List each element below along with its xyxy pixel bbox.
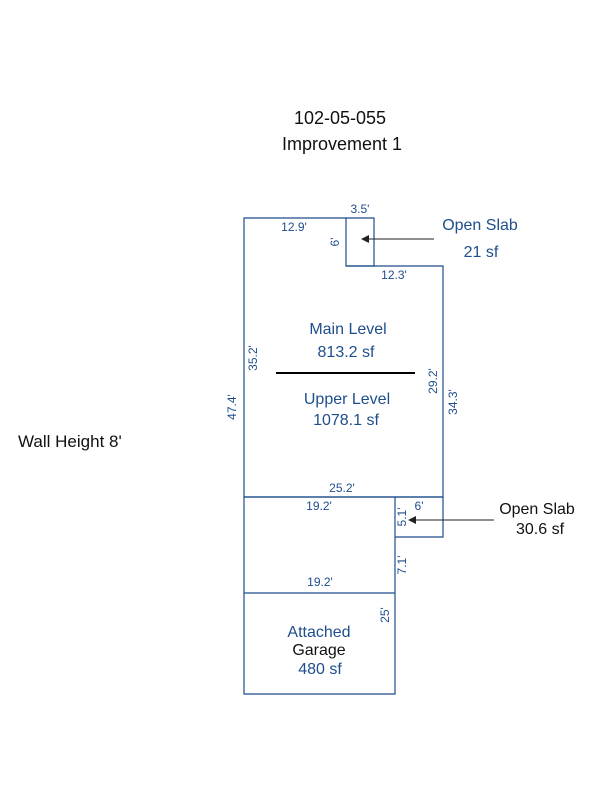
open-slab-top-name: Open Slab (442, 217, 518, 234)
dim-notch-width: 12.3' (381, 268, 407, 282)
open-slab-top-area: 21 sf (464, 244, 499, 261)
improvement-label: Improvement 1 (282, 134, 402, 154)
garage-name-2: Garage (292, 642, 345, 659)
dim-left-total: 47.4' (225, 394, 239, 420)
open-slab-right-name: Open Slab (499, 501, 575, 518)
dim-left-inner: 35.2' (246, 345, 260, 371)
wall-height-note: Wall Height 8' (18, 432, 122, 451)
dim-slab-top-width: 3.5' (351, 202, 370, 216)
main-level-area: 813.2 sf (318, 344, 375, 361)
open-slab-right-area: 30.6 sf (516, 521, 565, 538)
garage-area: 480 sf (298, 661, 342, 678)
dim-slab-top-depth: 6' (328, 238, 342, 247)
open-slab-top-arrow (361, 235, 434, 243)
dim-garage-offset: 7.1' (395, 556, 409, 575)
upper-level-name: Upper Level (304, 391, 390, 408)
dim-slab-right-width: 6' (415, 499, 424, 513)
dim-right-inner: 29.2' (426, 368, 440, 394)
dim-garage-top: 19.2' (306, 499, 332, 513)
parcel-id: 102-05-055 (294, 108, 386, 128)
dim-right-total: 34.3' (446, 389, 460, 415)
dim-garage-depth: 25' (378, 607, 392, 623)
garage-outline (243, 496, 396, 695)
open-slab-top-outline (346, 217, 375, 267)
upper-level-area: 1078.1 sf (313, 412, 379, 429)
open-slab-right-outline (395, 496, 444, 538)
dim-slab-right-depth: 5.1' (395, 508, 409, 527)
dim-house-bottom: 25.2' (329, 481, 355, 495)
dim-top-left-width: 12.9' (281, 220, 307, 234)
open-slab-right-arrow (408, 516, 494, 524)
dim-garage-mid: 19.2' (307, 575, 333, 589)
garage-name-1: Attached (287, 624, 350, 641)
main-level-name: Main Level (309, 321, 386, 338)
